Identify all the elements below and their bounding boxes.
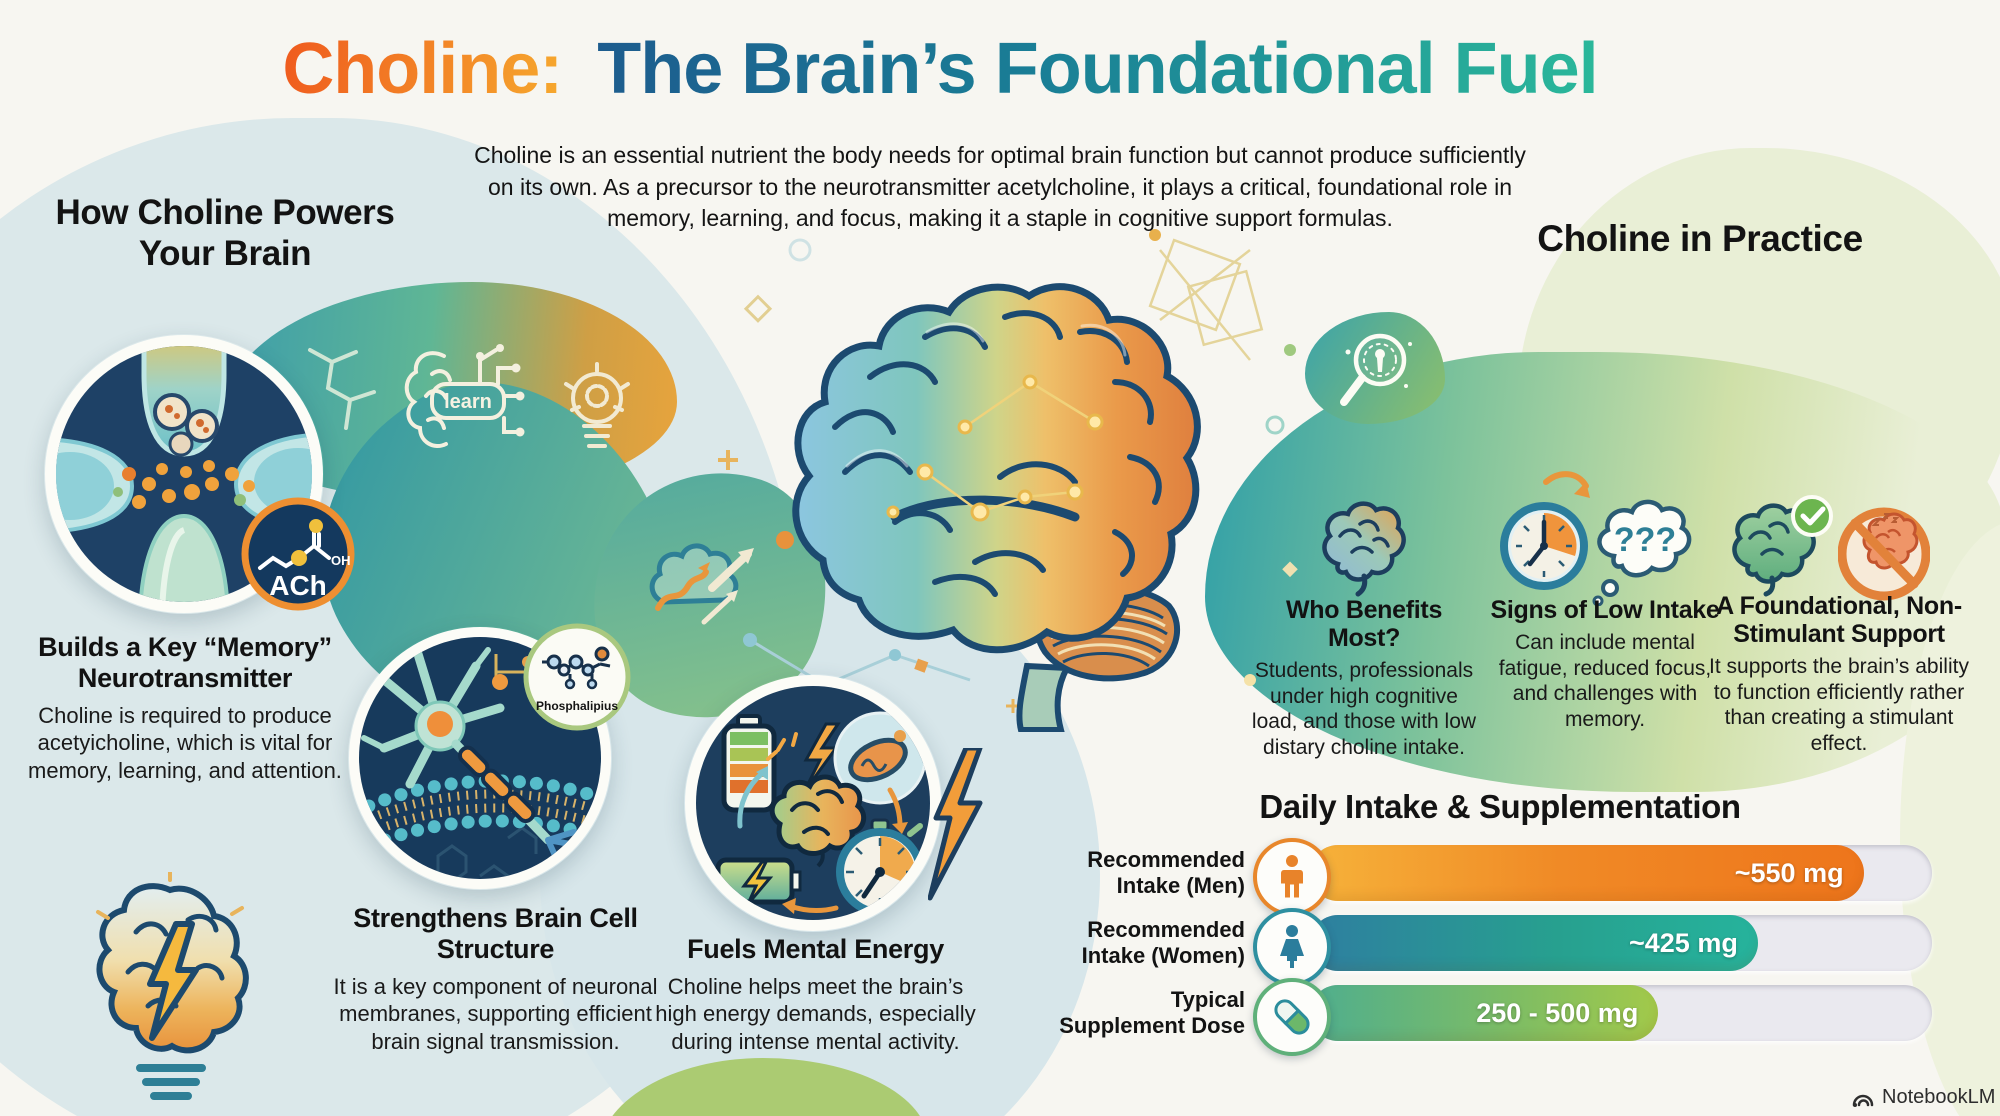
page-title: Choline: The Brain’s Foundational Fuel	[0, 28, 1880, 110]
info-item-body: Choline is required to produce acetyicho…	[28, 703, 342, 783]
brain-icon	[1322, 501, 1406, 597]
intro-paragraph: Choline is an essential nutrient the bod…	[474, 142, 1526, 232]
capsule-icon	[1253, 978, 1331, 1056]
thought-bubble-icon: ???	[1592, 499, 1692, 606]
brain-check-icon	[1732, 495, 1833, 597]
col-item-body: It supports the brain’s ability to funct…	[1709, 655, 1969, 755]
cloud-arrows-doodle	[649, 543, 754, 625]
neuron-illustration	[349, 627, 611, 889]
title-highlight: Choline:	[282, 29, 563, 109]
bar-value: ~425 mg	[1629, 927, 1738, 958]
central-brain-illustration	[792, 283, 1201, 732]
bar-fill: ~425 mg	[1310, 915, 1758, 971]
col-item-body: Can include mental fatigue, reduced focu…	[1498, 631, 1712, 731]
bar-fill: ~550 mg	[1310, 845, 1864, 901]
info-item-mental-energy: Fuels Mental Energy Choline helps meet t…	[648, 934, 983, 1055]
no-stimulant-icon	[1838, 507, 1930, 601]
learn-label: learn	[444, 391, 492, 413]
intake-section-heading: Daily Intake & Supplementation	[1259, 788, 1741, 825]
info-item-heading: Strengthens Brain Cell Structure	[353, 903, 638, 965]
title-rest: The Brain’s Foundational Fuel	[597, 29, 1598, 109]
question-marks-label: ???	[1614, 521, 1676, 559]
background-blob-magnifier	[1305, 312, 1445, 424]
col-item-heading: Signs of Low Intake	[1490, 596, 1720, 624]
phospholipid-badge: Phosphalipius	[523, 623, 631, 731]
bar-label: Typical Supplement Dose	[1059, 987, 1245, 1039]
lightbulb-icon	[564, 362, 630, 448]
clock-icon	[1500, 471, 1590, 590]
learn-chip-icon: learn	[404, 344, 525, 448]
intake-bar-women: Recommended Intake (Women) ~425 mg	[1040, 908, 1940, 986]
notebooklm-label: NotebookLM	[1882, 1086, 1996, 1108]
notebooklm-logo: NotebookLM	[1850, 1086, 1995, 1109]
molecule-doodle	[308, 348, 376, 430]
bar-track: ~425 mg	[1310, 915, 1932, 971]
female-icon	[1253, 908, 1331, 986]
notebooklm-logo-icon	[1852, 1094, 1874, 1107]
bar-label: Recommended Intake (Men)	[1087, 847, 1245, 899]
info-item-body: Choline helps meet the brain’s high ener…	[655, 974, 976, 1054]
right-section-heading: Choline in Practice	[1537, 218, 1863, 259]
bar-track: ~550 mg	[1310, 845, 1932, 901]
magnifier-icon	[1340, 333, 1412, 406]
col-item-non-stimulant: A Foundational, Non-Stimulant Support It…	[1706, 592, 1972, 756]
info-item-heading: Fuels Mental Energy	[687, 934, 944, 964]
col-item-low-intake: Signs of Low Intake Can include mental f…	[1482, 596, 1728, 732]
lightning-bolt-icon	[928, 748, 983, 901]
ach-label: ACh	[269, 570, 327, 601]
col-item-body: Students, professionals under high cogni…	[1251, 659, 1477, 759]
intake-bar-men: Recommended Intake (Men) ~550 mg	[1040, 838, 1940, 916]
info-item-body: It is a key component of neuronal membra…	[333, 974, 658, 1054]
energy-illustration	[685, 675, 941, 931]
info-item-heading: Builds a Key “Memory” Neurotransmitter	[38, 632, 332, 694]
info-item-neurotransmitter: Builds a Key “Memory” Neurotransmitter C…	[25, 632, 345, 784]
bar-track: 250 - 500 mg	[1310, 985, 1932, 1041]
bar-label: Recommended Intake (Women)	[1081, 917, 1245, 969]
col-item-who-benefits: Who Benefits Most? Students, professiona…	[1250, 596, 1478, 760]
oh-label: OH	[331, 553, 351, 568]
info-item-cell-structure: Strengthens Brain Cell Structure It is a…	[328, 903, 663, 1055]
male-icon	[1253, 838, 1331, 916]
col-item-heading: A Foundational, Non-Stimulant Support	[1716, 592, 1962, 648]
left-section-heading: How Choline Powers Your Brain	[55, 193, 395, 274]
bar-value: 250 - 500 mg	[1476, 997, 1639, 1028]
col-item-heading: Who Benefits Most?	[1285, 596, 1443, 652]
phospholipid-label: Phosphalipius	[536, 699, 618, 713]
bar-fill: 250 - 500 mg	[1310, 985, 1659, 1041]
intake-bar-supplement: Typical Supplement Dose 250 - 500 mg	[1040, 978, 1940, 1056]
brain-bulb-icon	[96, 872, 249, 1100]
ach-molecule-badge: OH ACh	[241, 497, 355, 611]
constellation-decoration	[718, 229, 1298, 740]
bar-value: ~550 mg	[1734, 857, 1844, 888]
